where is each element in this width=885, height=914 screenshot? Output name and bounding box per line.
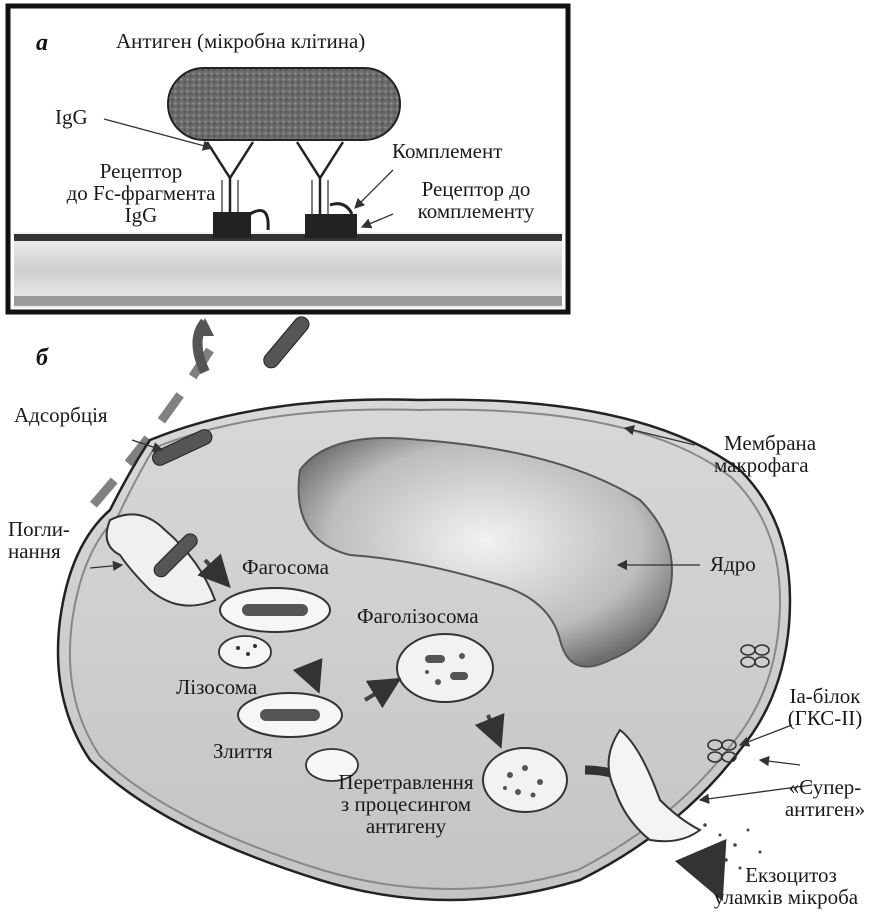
antigen-title: Антиген (мікробна клітина) xyxy=(116,30,365,52)
complement-receptor-label-2: комплементу xyxy=(385,200,567,222)
uptake-label-2: нання xyxy=(8,540,61,562)
phagolysosome-label: Фаголізосома xyxy=(357,605,479,627)
microbe-cell xyxy=(168,68,400,140)
fc-receptor-label-1: Рецептор xyxy=(56,160,226,182)
complement-receptor-label-1: Рецептор до xyxy=(385,178,567,200)
fusion-label: Злиття xyxy=(213,740,273,762)
phagolysosome xyxy=(397,634,493,702)
igg-label: IgG xyxy=(55,106,88,128)
adsorption-label: Адсорбція xyxy=(14,404,108,426)
complement-label: Комплемент xyxy=(392,140,502,162)
ia-protein-label-2: (ГКС-II) xyxy=(770,707,880,729)
digestion-label-2: з процесингом xyxy=(288,793,524,815)
superantigen-label-1: «Супер- xyxy=(770,776,880,798)
digestion-label-3: антигену xyxy=(288,815,524,837)
lysosome-label: Лізосома xyxy=(176,676,257,698)
ia-protein-label-1: Іа-білок xyxy=(770,685,880,707)
phagosome-label: Фагосома xyxy=(242,556,329,578)
exocytosis-label-1: Екзоцитоз xyxy=(700,864,882,886)
membrane-label-1: Мембрана xyxy=(724,432,816,454)
exocytosis-label-2: уламків мікроба xyxy=(690,886,882,908)
membrane-line xyxy=(14,234,562,241)
lysosome xyxy=(219,636,271,668)
superantigen-label-2: антиген» xyxy=(770,798,880,820)
panel-b-tag: б xyxy=(36,345,48,372)
complement-receptor xyxy=(305,214,357,238)
digestion-label-1: Перетравлення xyxy=(288,771,524,793)
membrane-label-2: макрофага xyxy=(714,454,809,476)
uptake-label-1: Погли- xyxy=(8,518,70,540)
panel-a-tag: а xyxy=(36,30,48,57)
incoming-microbe xyxy=(261,314,312,371)
fc-receptor-label-2: до Fc-фрагмента xyxy=(56,182,226,204)
fc-receptor-label-3: IgG xyxy=(56,204,226,226)
nucleus-label: Ядро xyxy=(710,553,756,575)
